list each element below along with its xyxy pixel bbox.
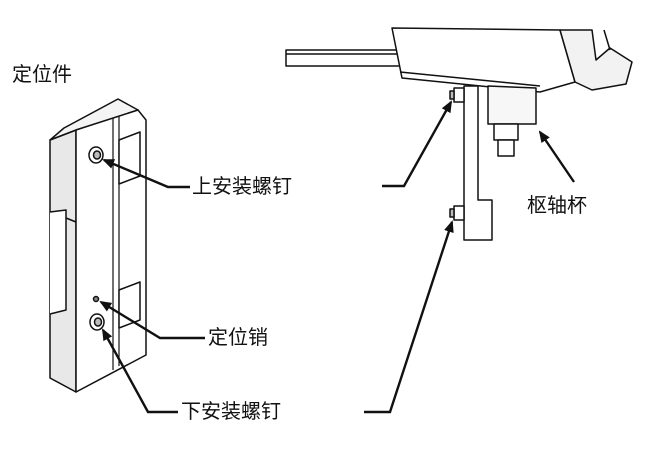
assembly-upper-screw-leader: [382, 100, 453, 188]
locator-part-drawing: [49, 98, 147, 393]
assembly-lower-screw-leader: [364, 220, 454, 414]
locator-part-label: 定位件: [12, 62, 72, 86]
left-leader-lines: [99, 158, 205, 414]
assembly-drawing: [285, 27, 633, 241]
right-leader-lines: [364, 100, 575, 414]
lower-screw-leader: [101, 328, 178, 414]
locating-pin-label: 定位销: [208, 325, 268, 349]
lower-screw-label: 下安装螺钉: [181, 399, 281, 423]
upper-screw-leader: [102, 158, 190, 189]
pivot-cup-leader: [538, 130, 575, 183]
locating-pin-leader: [99, 300, 205, 340]
pivot-cup-label: 枢轴杯: [527, 193, 587, 217]
upper-screw-label: 上安装螺钉: [192, 174, 292, 198]
